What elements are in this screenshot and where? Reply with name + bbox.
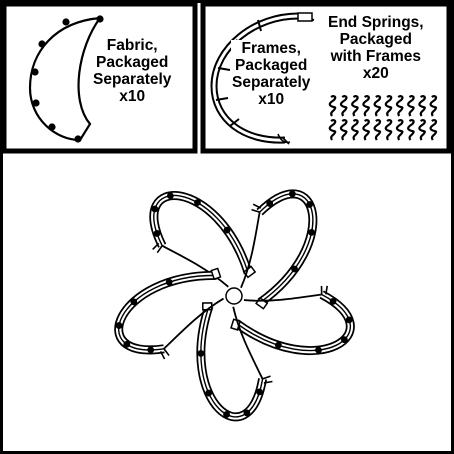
end-spring: [351, 119, 359, 141]
frame-rivet: [123, 340, 131, 348]
frame-rivet: [197, 350, 205, 357]
assembled-umbrella-illustration: [114, 189, 355, 422]
frame-rivet: [151, 205, 159, 213]
springs-label-line-4: x20: [327, 65, 425, 82]
end-spring: [328, 95, 337, 117]
end-spring: [429, 119, 438, 141]
frame-rivet: [194, 199, 201, 206]
end-spring: [373, 119, 382, 141]
frame-rivet: [329, 297, 337, 305]
frame-rivet: [288, 190, 296, 198]
end-spring: [395, 95, 404, 117]
frame-rivet: [205, 389, 213, 397]
umbrella-segment: [114, 267, 224, 360]
end-spring: [384, 95, 393, 117]
end-spring: [429, 95, 438, 117]
springs-label-line-3: with Frames: [327, 48, 425, 65]
frames-label-line-1: Frames,: [231, 40, 312, 57]
frame-rivet: [306, 201, 314, 208]
end-spring: [395, 119, 404, 141]
frame-rivet: [274, 341, 282, 349]
frames-label: Frames, Packaged Separately x10: [231, 40, 312, 108]
frames-label-line-3: Separately: [231, 74, 312, 91]
end-spring: [418, 119, 426, 141]
frame-rivet: [223, 411, 230, 418]
end-spring: [362, 119, 370, 141]
frame-rivet: [147, 346, 155, 354]
springs-label-line-2: Packaged: [327, 31, 425, 48]
frame-rivet: [115, 322, 123, 329]
hub: [225, 287, 243, 305]
end-spring: [407, 119, 415, 141]
frames-label-line-4: x10: [231, 91, 312, 108]
frame-rivet: [266, 200, 274, 207]
frame-rivet: [256, 388, 263, 396]
end-spring: [339, 95, 348, 117]
frame-rivet: [345, 316, 353, 324]
end-spring: [384, 119, 393, 141]
fabric-label: Fabric, Packaged Separately x10: [92, 37, 173, 105]
end-spring: [418, 95, 426, 117]
end-spring: [328, 119, 337, 141]
frame-hoop-illustration: [210, 12, 315, 145]
end-spring: [362, 95, 370, 117]
frame-rivet: [243, 409, 251, 417]
frame-rivet: [166, 192, 174, 200]
frame-rivet: [308, 228, 315, 236]
fabric-label-line-2: Packaged: [92, 54, 173, 71]
frames-label-line-2: Packaged: [231, 57, 312, 74]
springs-label-line-1: End Springs,: [327, 14, 425, 31]
frame-rivet: [130, 298, 138, 306]
frame-rivet: [165, 278, 173, 286]
springs-label: End Springs, Packaged with Frames x20: [327, 14, 425, 82]
end-springs-illustration: [328, 95, 438, 141]
fabric-piece-illustration: [28, 15, 104, 143]
end-spring: [407, 95, 415, 117]
fabric-label-line-3: Separately: [92, 71, 173, 88]
end-spring: [373, 95, 382, 117]
frame-rivet: [340, 336, 348, 344]
frame-rivet: [291, 265, 298, 273]
umbrella-segment: [196, 302, 273, 422]
umbrella-segment: [230, 285, 355, 355]
frame-rivet: [315, 346, 322, 354]
frame-rivet: [223, 226, 231, 234]
end-spring: [351, 95, 359, 117]
fabric-label-line-1: Fabric,: [92, 37, 173, 54]
fabric-label-line-4: x10: [92, 88, 173, 105]
frame-rivet: [153, 230, 161, 237]
end-spring: [339, 119, 348, 141]
umbrella-segment: [149, 191, 257, 288]
umbrella-segment: [240, 189, 318, 310]
